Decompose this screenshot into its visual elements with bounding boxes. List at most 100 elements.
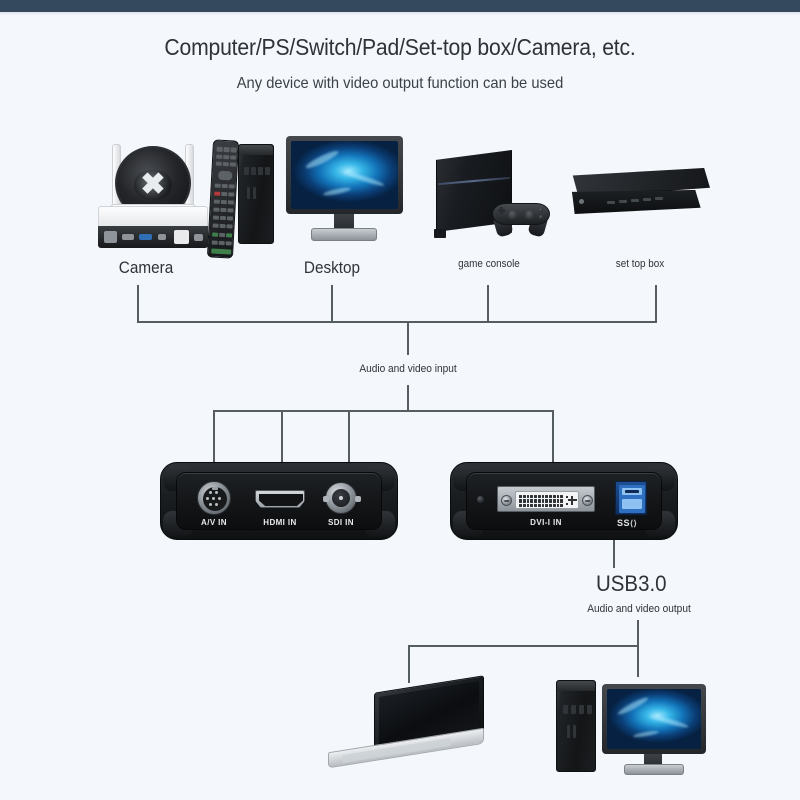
wire-usb-callout-drop	[613, 540, 615, 568]
output-tower-vent	[579, 705, 584, 714]
game-controller	[492, 197, 550, 238]
output-desktop-device	[556, 678, 706, 775]
wire-pc-drop	[637, 645, 639, 677]
monitor-screen	[291, 141, 398, 209]
wire-output-bus	[408, 645, 639, 647]
camera-port-rj45-right	[174, 230, 189, 244]
port-usb3-out[interactable]	[615, 481, 647, 515]
output-tower-vent	[567, 725, 570, 738]
source-label-camera: Camera	[118, 258, 174, 277]
tower-top-panel	[239, 145, 273, 155]
stb-power-led	[579, 199, 584, 204]
wire-input-trunk-lower	[407, 385, 409, 411]
output-monitor-base	[624, 764, 684, 775]
wire-label-input: Audio and video input	[359, 363, 457, 375]
capture-right-screw	[476, 495, 485, 504]
camera-lens	[134, 170, 172, 200]
usb3-callout-title: USB3.0	[596, 571, 667, 596]
tower-vent	[258, 167, 263, 175]
output-tower-vent	[587, 705, 592, 714]
controller-body	[492, 203, 550, 225]
controller-stick-right	[525, 210, 535, 220]
wire-laptop-drop	[408, 645, 410, 683]
wire-input-bus	[137, 321, 657, 323]
output-tower-top	[557, 681, 595, 691]
stb-button	[607, 201, 615, 204]
source-label-desktop: Desktop	[303, 258, 361, 277]
monitor-neck	[334, 214, 354, 230]
tower-vent	[247, 187, 250, 199]
wire-console-drop	[487, 285, 489, 323]
game-console-device	[432, 150, 550, 246]
capture-device-right: DVI-I IN SS⟨⟩	[450, 462, 678, 540]
tower-vent	[251, 167, 256, 175]
wire-dvi-drop	[552, 410, 554, 468]
camera-io-panel	[98, 226, 208, 248]
capture-left-faceplate: A/V IN HDMI IN SDI IN	[176, 472, 382, 530]
output-tower-vent	[573, 725, 576, 738]
capture-device-left: A/V IN HDMI IN SDI IN	[160, 462, 398, 540]
output-tower-vent	[571, 705, 576, 714]
stb-button	[643, 198, 651, 201]
tower-vent	[253, 187, 256, 199]
wire-av-drop	[213, 410, 215, 468]
port-dvi-i-in[interactable]	[497, 486, 595, 512]
source-label-set-top-box: set top box	[615, 258, 665, 270]
controller-dpad	[500, 207, 503, 214]
desktop-tower	[238, 144, 274, 244]
usb3-callout-subtitle: Audio and video output	[587, 603, 691, 615]
camera-port-hdmi	[139, 234, 152, 240]
camera-port-av	[158, 234, 166, 240]
laptop-device	[322, 675, 494, 772]
stb-button	[655, 197, 663, 200]
port-label-dvi-i-in: DVI-I IN	[530, 518, 562, 527]
wire-output-trunk	[637, 620, 639, 646]
top-navy-bar	[0, 0, 800, 12]
port-label-av-in: A/V IN	[201, 518, 227, 527]
port-label-sdi-in: SDI IN	[328, 518, 354, 527]
wire-input-trunk	[407, 321, 409, 355]
wire-desktop-drop	[331, 285, 333, 323]
stb-button	[619, 200, 627, 203]
camera-brand-icon: ✖	[140, 168, 166, 201]
top-bar-shadow	[0, 12, 800, 15]
camera-port-usb	[122, 234, 134, 240]
console-foot	[434, 229, 446, 238]
tower-vent	[244, 167, 249, 175]
controller-button-face	[539, 215, 543, 219]
monitor-base	[311, 228, 377, 241]
wire-hdmi-drop	[281, 410, 283, 468]
camera-port-power	[194, 234, 203, 241]
camera-device: ✖	[88, 118, 240, 259]
camera-remote	[206, 139, 240, 259]
controller-stick-left	[508, 210, 518, 220]
laptop-keyboard	[343, 737, 451, 763]
source-label-game-console: game console	[458, 258, 520, 270]
output-monitor-neck	[644, 754, 662, 766]
port-sdi-in[interactable]	[323, 482, 361, 514]
page-subtitle: Any device with video output function ca…	[236, 75, 564, 92]
controller-button-face	[539, 208, 543, 212]
wire-sdi-drop	[348, 410, 350, 468]
dvi-screw-right	[582, 495, 593, 506]
page-title: Computer/PS/Switch/Pad/Set-top box/Camer…	[164, 34, 636, 60]
output-tower	[556, 680, 596, 772]
stb-button	[631, 199, 639, 202]
desktop-monitor	[286, 136, 403, 214]
camera-port-rj45-left	[104, 231, 117, 243]
stb-front-panel	[572, 190, 701, 214]
output-monitor-screen	[607, 689, 701, 749]
port-label-hdmi-in: HDMI IN	[263, 518, 297, 527]
wire-camera-drop	[137, 285, 139, 323]
wire-device-bus	[213, 410, 553, 412]
dvi-screw-left	[501, 495, 512, 506]
usb-superspeed-icon: SS⟨⟩	[617, 518, 638, 528]
port-av-in[interactable]	[197, 481, 231, 515]
output-monitor	[602, 684, 706, 754]
output-tower-vent	[563, 705, 568, 714]
port-hdmi-in[interactable]	[255, 490, 305, 508]
capture-right-faceplate: DVI-I IN SS⟨⟩	[466, 472, 662, 530]
set-top-box-device	[564, 168, 716, 230]
wire-stb-drop	[655, 285, 657, 323]
